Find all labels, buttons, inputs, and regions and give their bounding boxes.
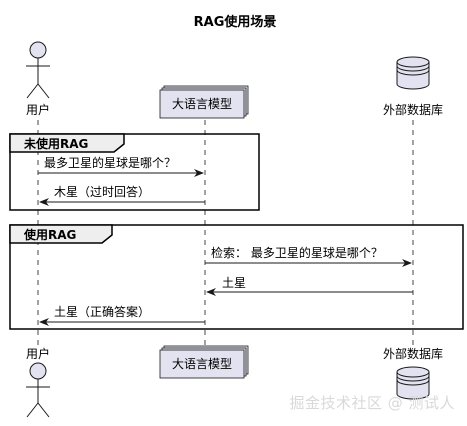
- participant-llm-top: 大语言模型: [159, 85, 249, 119]
- group-label: 使用RAG: [23, 227, 76, 242]
- participant-user-label-top: 用户: [26, 102, 50, 117]
- message-label: 土星（正确答案）: [54, 304, 150, 319]
- group-with-rag: 使用RAG: [9, 224, 464, 330]
- group-without-rag: 未使用RAG: [9, 133, 260, 211]
- watermark: 掘金技术社区 @ 测试人: [289, 394, 455, 412]
- participant-db-label-top: 外部数据库: [383, 102, 443, 117]
- participant-llm-bottom: 大语言模型: [159, 345, 249, 379]
- diagram-title: RAG使用场景: [194, 14, 277, 30]
- actor-icon: [26, 41, 50, 99]
- message-label: 最多卫星的星球是哪个？: [44, 155, 176, 170]
- participant-llm-label-bottom: 大语言模型: [172, 357, 232, 371]
- participant-user-label-bottom: 用户: [26, 346, 50, 361]
- database-icon: [396, 56, 430, 90]
- message-label: 木星（过时回答）: [54, 184, 150, 199]
- actor-icon: [26, 362, 50, 418]
- participant-db-label-bottom: 外部数据库: [383, 346, 443, 361]
- message-label: 土星: [222, 276, 246, 290]
- message-label: 检索： 最多卫星的星球是哪个？: [211, 245, 383, 260]
- participant-llm-label-top: 大语言模型: [172, 97, 232, 111]
- group-label: 未使用RAG: [23, 136, 88, 151]
- database-icon: [396, 366, 430, 400]
